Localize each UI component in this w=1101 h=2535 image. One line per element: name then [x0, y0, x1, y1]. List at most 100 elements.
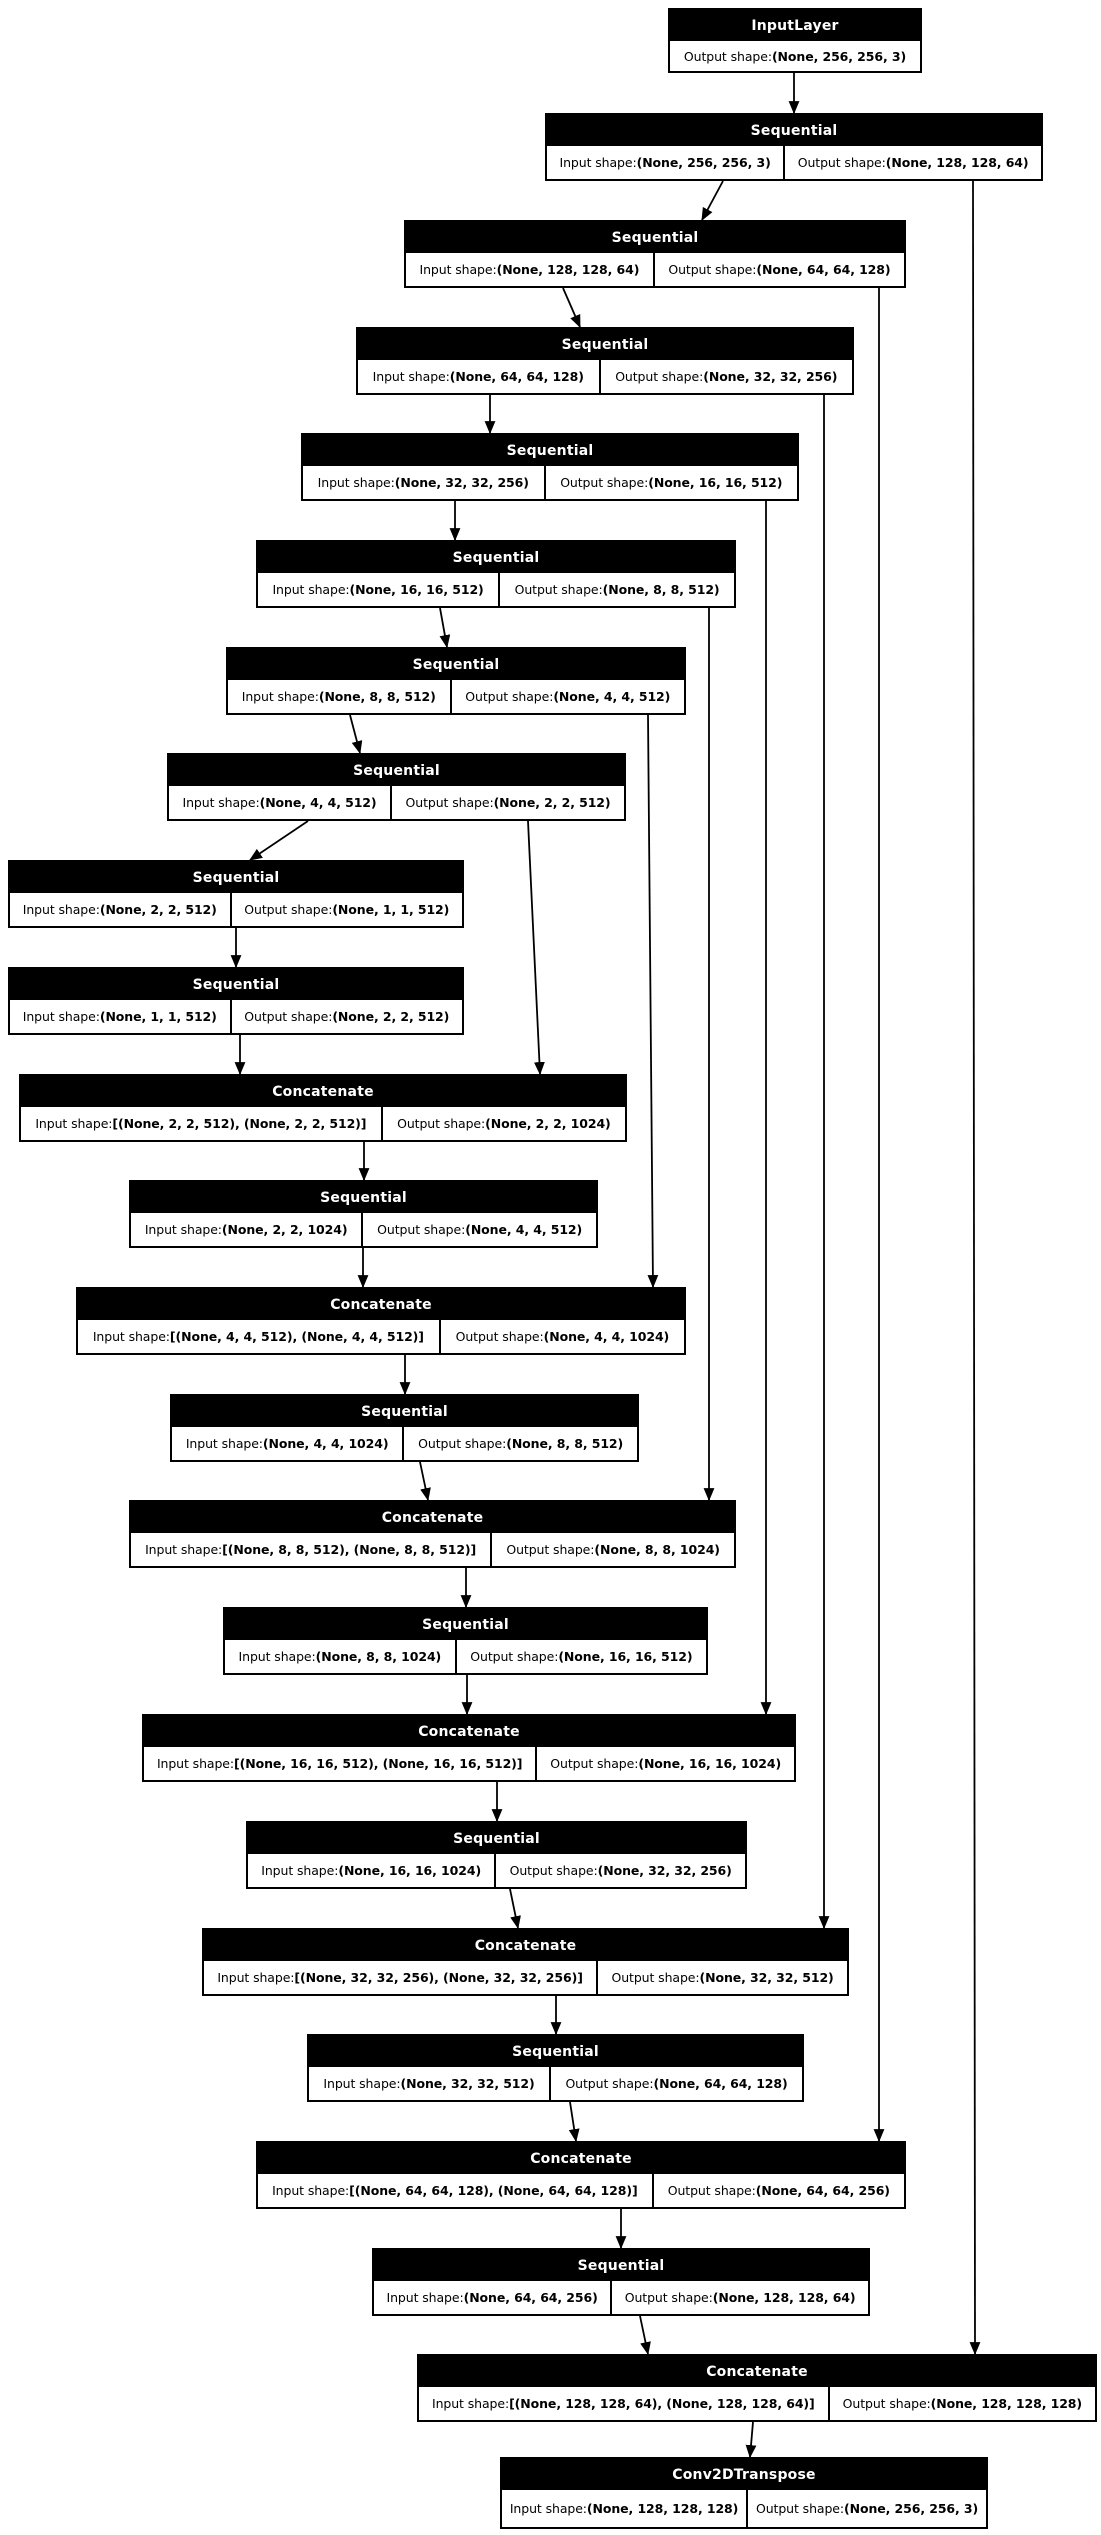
shape-value: (None, 1, 1, 512) — [332, 902, 450, 917]
shape-value: (None, 64, 64, 128) — [653, 2076, 788, 2091]
shape-value: (None, 128, 128, 64) — [496, 262, 640, 277]
shape-value: (None, 128, 128, 128) — [930, 2396, 1083, 2411]
node-title: Sequential — [561, 336, 649, 353]
input-shape-cell: Input shape: (None, 2, 2, 1024) — [131, 1213, 362, 1246]
edge-concat7-to-conv2d_transpose — [745, 2421, 757, 2459]
shape-prefix: Output shape: — [455, 1329, 544, 1344]
output-shape-cell: Output shape: (None, 16, 16, 512) — [456, 1640, 707, 1673]
output-shape-cell: Output shape: (None, 16, 16, 1024) — [537, 1747, 794, 1780]
input-shape-cell: Input shape: [(None, 2, 2, 512), (None, … — [21, 1107, 381, 1140]
shape-prefix: Input shape: — [386, 2290, 464, 2305]
shape-value: (None, 256, 256, 3) — [771, 48, 907, 64]
output-shape-cell: Output shape: (None, 4, 4, 512) — [451, 680, 685, 713]
shape-prefix: Output shape: — [244, 1009, 333, 1024]
shape-prefix: Input shape: — [509, 2501, 587, 2516]
node-title: Concatenate — [530, 2150, 632, 2167]
shape-cells-row: Input shape: (None, 1, 1, 512)Output sha… — [10, 1000, 463, 1033]
shape-prefix: Input shape: — [22, 1009, 100, 1024]
shape-cells-row: Input shape: (None, 8, 8, 512)Output sha… — [228, 680, 685, 713]
shape-value: (None, 64, 64, 128) — [449, 369, 584, 384]
node-title: Sequential — [353, 762, 440, 779]
edge-seq13-to-concat5 — [509, 1888, 521, 1930]
shape-cells-row: Input shape: (None, 4, 4, 512)Output sha… — [169, 786, 625, 819]
shape-cells-row: Input shape: [(None, 32, 32, 256), (None… — [204, 1961, 847, 1994]
input-shape-cell: Input shape: (None, 8, 8, 512) — [228, 680, 450, 713]
node-title: Concatenate — [381, 1509, 484, 1526]
shape-cells-row: Input shape: (None, 128, 128, 128)Output… — [502, 2490, 986, 2527]
shape-value: (None, 16, 16, 512) — [648, 475, 783, 490]
shape-cells-row: Input shape: (None, 128, 128, 64)Output … — [406, 253, 905, 286]
shape-value: (None, 256, 256, 3) — [636, 155, 771, 170]
shape-prefix: Output shape: — [550, 1756, 639, 1771]
shape-value: (None, 128, 128, 64) — [712, 2290, 856, 2305]
shape-prefix: Input shape: — [156, 1756, 235, 1771]
node-title: Sequential — [412, 656, 500, 673]
shape-value: [(None, 2, 2, 512), (None, 2, 2, 512)] — [112, 1116, 367, 1131]
output-shape-cell: Output shape: (None, 32, 32, 512) — [598, 1961, 847, 1994]
shape-value: [(None, 32, 32, 256), (None, 32, 32, 256… — [294, 1970, 583, 1985]
shape-cells-row: Input shape: (None, 32, 32, 512)Output s… — [309, 2067, 803, 2100]
shape-value: (None, 16, 16, 512) — [558, 1649, 693, 1664]
node-title: InputLayer — [751, 17, 839, 34]
shape-value: (None, 8, 8, 1024) — [315, 1649, 442, 1664]
input-shape-cell: Input shape: [(None, 128, 128, 64), (Non… — [419, 2387, 828, 2420]
shape-prefix: Output shape: — [509, 1863, 598, 1878]
node-title: Conv2DTranspose — [672, 2466, 816, 2483]
output-shape-cell: Output shape: (None, 32, 32, 256) — [496, 1854, 746, 1887]
shape-prefix: Output shape: — [683, 48, 772, 64]
input-shape-cell: Input shape: (None, 1, 1, 512) — [10, 1000, 230, 1033]
shape-cells-row: Input shape: [(None, 64, 64, 128), (None… — [258, 2174, 904, 2207]
input-shape-cell: Input shape: (None, 32, 32, 512) — [309, 2067, 550, 2100]
shape-prefix: Output shape: — [377, 1222, 466, 1237]
shape-prefix: Output shape: — [514, 582, 603, 597]
shape-prefix: Input shape: — [22, 902, 100, 917]
shape-value: (None, 32, 32, 512) — [699, 1970, 834, 1985]
node-title: Sequential — [611, 229, 699, 246]
shape-value: (None, 128, 128, 128) — [586, 2501, 739, 2516]
shape-prefix: Input shape: — [241, 689, 319, 704]
shape-prefix: Input shape: — [559, 155, 637, 170]
shape-prefix: Output shape: — [624, 2290, 713, 2305]
shape-value: (None, 4, 4, 512) — [259, 795, 377, 810]
shape-value: (None, 4, 4, 1024) — [262, 1436, 389, 1451]
shape-value: (None, 8, 8, 512) — [506, 1436, 624, 1451]
node-title: Concatenate — [474, 1937, 577, 1954]
output-shape-cell: Output shape: (None, 2, 2, 512) — [231, 1000, 463, 1033]
output-shape-cell: Output shape: (None, 8, 8, 512) — [404, 1427, 638, 1460]
shape-prefix: Output shape: — [667, 2183, 756, 2198]
output-shape-cell: Output shape: (None, 256, 256, 3) — [670, 41, 920, 71]
shape-value: [(None, 8, 8, 512), (None, 8, 8, 512)] — [222, 1542, 477, 1557]
input-shape-cell: Input shape: (None, 256, 256, 3) — [547, 146, 784, 179]
shape-prefix: Input shape: — [35, 1116, 113, 1131]
shape-value: (None, 2, 2, 1024) — [221, 1222, 348, 1237]
output-shape-cell: Output shape: (None, 64, 64, 128) — [551, 2067, 803, 2100]
output-shape-cell: Output shape: (None, 128, 128, 64) — [785, 146, 1042, 179]
edge-seq1-to-seq2 — [701, 180, 724, 221]
shape-cells-row: Input shape: (None, 64, 64, 256)Output s… — [374, 2281, 869, 2314]
shape-cells-row: Input shape: [(None, 8, 8, 512), (None, … — [131, 1533, 735, 1566]
node-title: Sequential — [192, 976, 280, 993]
shape-value: (None, 32, 32, 256) — [394, 475, 529, 490]
shape-prefix: Output shape: — [405, 795, 494, 810]
shape-value: (None, 8, 8, 512) — [318, 689, 436, 704]
input-shape-cell: Input shape: [(None, 32, 32, 256), (None… — [204, 1961, 597, 1994]
shape-prefix: Output shape: — [506, 1542, 595, 1557]
node-title: Concatenate — [330, 1296, 432, 1313]
input-shape-cell: Input shape: (None, 128, 128, 128) — [502, 2490, 747, 2527]
shape-prefix: Input shape: — [145, 1542, 223, 1557]
shape-value: (None, 128, 128, 64) — [885, 155, 1029, 170]
shape-prefix: Input shape: — [372, 369, 450, 384]
input-shape-cell: Input shape: [(None, 8, 8, 512), (None, … — [131, 1533, 491, 1566]
output-shape-cell: Output shape: (None, 4, 4, 512) — [363, 1213, 597, 1246]
shape-value: (None, 1, 1, 512) — [99, 1009, 217, 1024]
shape-prefix: Input shape: — [431, 2396, 510, 2411]
